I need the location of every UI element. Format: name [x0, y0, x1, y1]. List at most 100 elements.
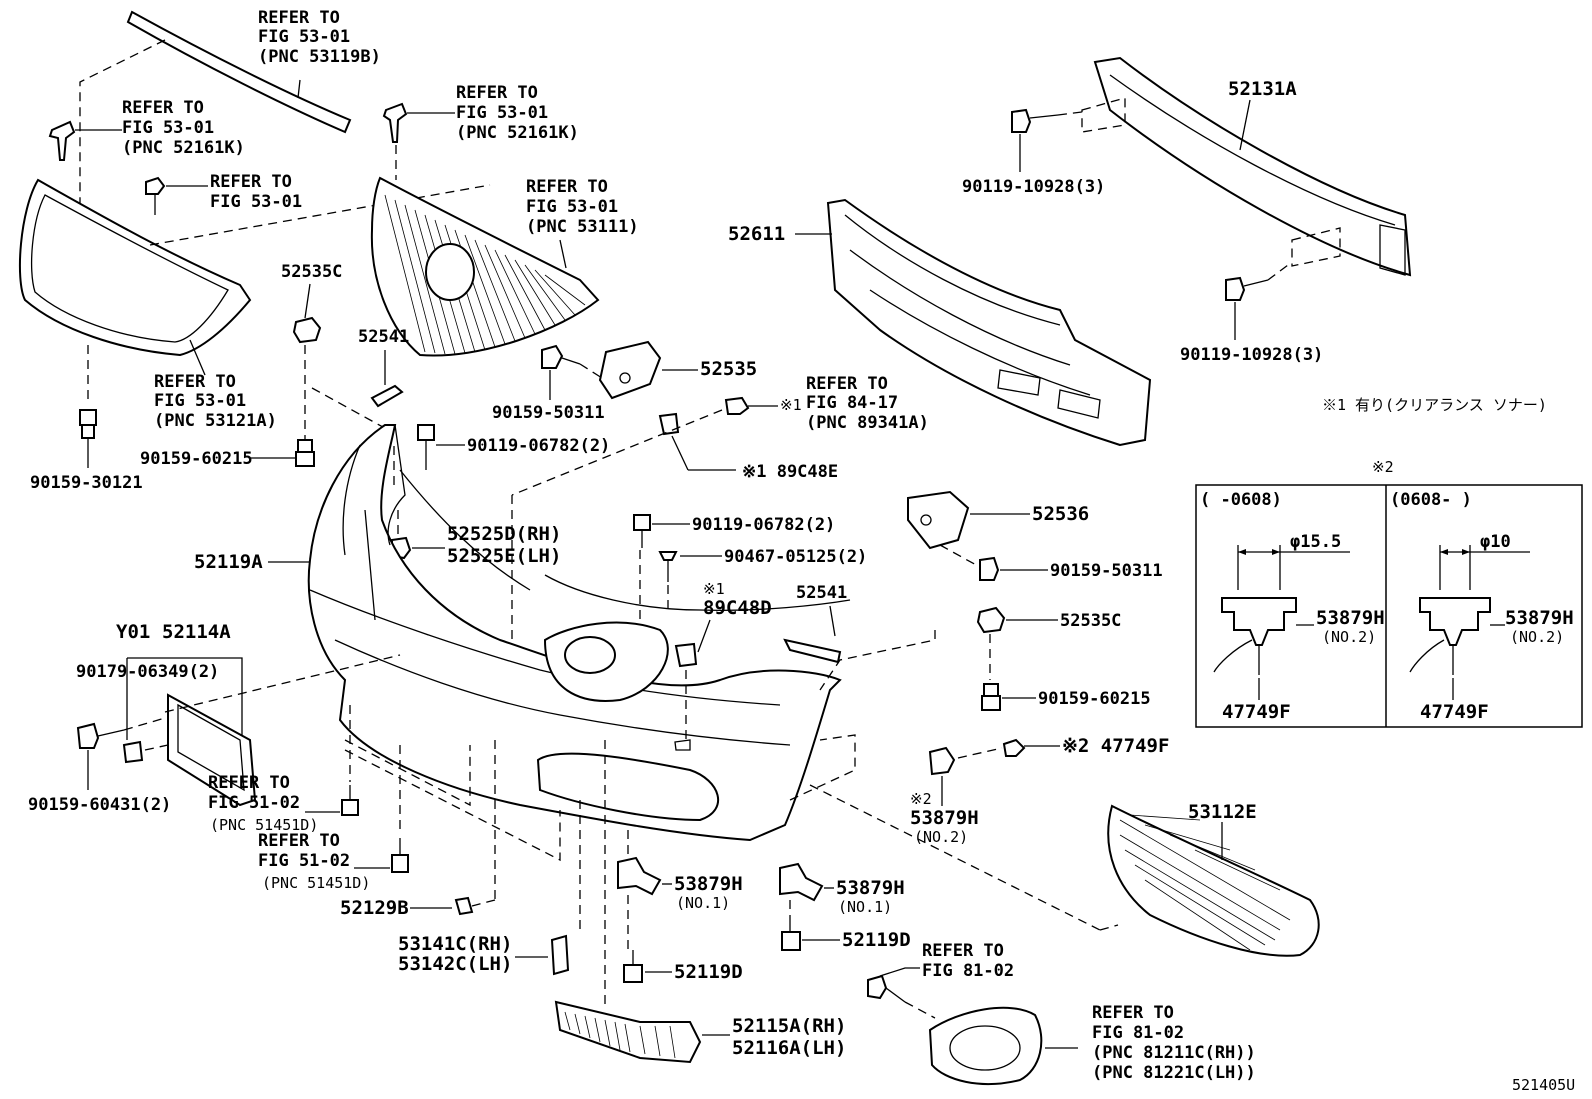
svg-text:47749F: 47749F	[1420, 701, 1489, 723]
svg-text:52611: 52611	[728, 223, 785, 245]
svg-text:(NO.2): (NO.2)	[914, 828, 968, 846]
svg-text:(PNC 53111): (PNC 53111)	[526, 217, 639, 237]
bolt-90119-10928-a: 90119-10928(3)	[962, 108, 1105, 197]
bracket-52536: 52536	[907, 490, 1089, 550]
svg-text:※2 47749F: ※2 47749F	[1062, 735, 1169, 757]
svg-text:※1: ※1	[703, 580, 725, 598]
refer-grille-clip-left-label: REFER TO FIG 53-01 (PNC 52161K)	[122, 98, 245, 158]
refer-bolt-51-b-label: REFER TO FIG 51-02 (PNC 51451D)	[258, 831, 390, 892]
inset-title: ※2	[1372, 458, 1394, 476]
fog-screw	[867, 967, 936, 1019]
top-molding-53119b	[126, 10, 352, 134]
bolt-90159-60431: 90159-60431(2)	[28, 717, 171, 815]
svg-text:( -0608): ( -0608)	[1200, 490, 1282, 510]
svg-text:(0608- ): (0608- )	[1390, 490, 1472, 510]
svg-text:53142C(LH): 53142C(LH)	[398, 953, 512, 975]
svg-text:REFER TO: REFER TO	[208, 773, 290, 793]
cap-52129b: 52129B	[340, 740, 496, 919]
svg-text:REFER TO: REFER TO	[258, 831, 340, 851]
svg-text:FIG 53-01: FIG 53-01	[526, 197, 618, 217]
retainer-53879h-no2: ※2 53879H (NO.2)	[910, 746, 979, 846]
svg-text:φ10: φ10	[1480, 532, 1511, 552]
svg-text:52119A: 52119A	[194, 551, 263, 573]
inset-right-drawing: φ10 53879H (NO.2) 47749F	[1409, 532, 1574, 723]
left-grille-frame-53121a	[18, 178, 252, 357]
svg-text:φ15.5: φ15.5	[1290, 532, 1341, 552]
svg-text:FIG 53-01: FIG 53-01	[258, 27, 350, 47]
bolt-90119-06782-b: 90119-06782(2)	[633, 514, 835, 548]
bolt-90159-30121: 90159-30121	[30, 409, 143, 493]
svg-text:53879H: 53879H	[910, 807, 979, 829]
svg-text:53879H: 53879H	[836, 877, 905, 899]
svg-text:Y01: Y01	[116, 621, 150, 643]
nut-52525d-e: 52525D(RH) 52525E(LH)	[391, 510, 561, 567]
refer-grille-clip-mid-label: REFER TO FIG 53-01 (PNC 52161K)	[456, 83, 579, 143]
svg-text:REFER TO: REFER TO	[210, 172, 292, 192]
svg-text:(NO.2): (NO.2)	[1322, 628, 1376, 646]
moulding-53141c-53142c: 53141C(RH) 53142C(LH)	[398, 800, 581, 976]
refer-grille-left-label: REFER TO FIG 53-01 (PNC 53121A)	[154, 339, 277, 431]
svg-text:52535C: 52535C	[281, 262, 342, 282]
svg-text:90467-05125(2): 90467-05125(2)	[724, 547, 867, 567]
svg-text:90119-06782(2): 90119-06782(2)	[692, 515, 835, 535]
svg-text:(NO.2): (NO.2)	[1510, 628, 1564, 646]
svg-text:90159-30121: 90159-30121	[30, 473, 143, 493]
bracket-52535: 52535	[598, 340, 757, 400]
absorber-52611: 52611	[728, 198, 1152, 447]
bolt-51451d-a	[341, 705, 359, 816]
screw-52119d-b: 52119D	[781, 900, 911, 951]
svg-text:52525D(RH): 52525D(RH)	[447, 523, 561, 545]
svg-text:FIG 53-01: FIG 53-01	[456, 103, 548, 123]
svg-text:52131A: 52131A	[1228, 78, 1297, 100]
screw-90159-50311-a: 90159-50311	[492, 344, 605, 423]
license-bracket-52114a: Y01 52114A	[116, 621, 257, 807]
svg-text:(NO.1): (NO.1)	[676, 894, 730, 912]
spacer-52115a-52116a: 52115A(RH) 52116A(LH)	[554, 740, 846, 1064]
svg-text:(PNC 51451D): (PNC 51451D)	[210, 816, 318, 834]
svg-text:47749F: 47749F	[1222, 701, 1291, 723]
refer-fog-screw-label: REFER TO FIG 81-02	[922, 941, 1014, 981]
svg-text:(PNC 89341A): (PNC 89341A)	[806, 413, 929, 433]
svg-text:(PNC 53121A): (PNC 53121A)	[154, 411, 277, 431]
inset-left-drawing: φ15.5 53879H (NO.2) 47749F	[1213, 532, 1385, 723]
svg-text:(PNC 81221C(LH)): (PNC 81221C(LH))	[1092, 1063, 1256, 1083]
svg-text:90179-06349(2): 90179-06349(2)	[76, 662, 219, 682]
svg-text:REFER TO: REFER TO	[1092, 1003, 1174, 1023]
refer-top-label: REFER TO FIG 53-01 (PNC 53119B)	[258, 8, 381, 67]
sensor-89c48e: ※1 89C48E	[658, 412, 838, 482]
svg-text:52129B: 52129B	[340, 897, 409, 919]
fog-lamp	[928, 1006, 1078, 1086]
svg-text:53141C(RH): 53141C(RH)	[398, 933, 512, 955]
svg-text:52119D: 52119D	[674, 961, 743, 983]
left-grille-screw	[145, 176, 208, 215]
svg-text:89C48D: 89C48D	[703, 597, 772, 619]
svg-text:(PNC 52161K): (PNC 52161K)	[122, 138, 245, 158]
svg-text:90159-60431(2): 90159-60431(2)	[28, 795, 171, 815]
svg-text:52114A: 52114A	[162, 621, 231, 643]
svg-text:52115A(RH): 52115A(RH)	[732, 1015, 846, 1037]
spacer-52541-b: 52541	[783, 583, 847, 664]
svg-text:FIG 53-01: FIG 53-01	[122, 118, 214, 138]
refer-screw-left-label: REFER TO FIG 53-01	[210, 172, 302, 212]
spacer-52541-a: 52541	[358, 327, 409, 408]
note-1: ※1 有り(クリアランス ソナー)	[1322, 396, 1547, 414]
retainer-53879h-no1-b: 53879H (NO.1)	[779, 862, 905, 916]
mid-grille-clip	[382, 102, 455, 180]
svg-text:FIG 53-01: FIG 53-01	[210, 192, 302, 212]
svg-text:REFER TO: REFER TO	[526, 177, 608, 197]
svg-text:52525E(LH): 52525E(LH)	[447, 545, 561, 567]
svg-text:52535C: 52535C	[1060, 611, 1121, 631]
svg-text:53879H: 53879H	[1316, 607, 1385, 629]
svg-text:FIG 53-01: FIG 53-01	[154, 391, 246, 411]
reinforcement-52131a: 52131A	[1093, 56, 1412, 277]
svg-text:REFER TO: REFER TO	[922, 941, 1004, 961]
left-grille-clip	[48, 120, 122, 161]
svg-text:52116A(LH): 52116A(LH)	[732, 1037, 846, 1059]
svg-text:90159-60215: 90159-60215	[140, 449, 253, 469]
svg-text:(PNC 51451D): (PNC 51451D)	[262, 874, 370, 892]
svg-text:52541: 52541	[358, 327, 409, 347]
sensor-89c48d: ※1 89C48D	[674, 580, 772, 751]
figure-id: 521405U	[1512, 1076, 1575, 1094]
refer-grille-mid-label: REFER TO FIG 53-01 (PNC 53111)	[526, 177, 639, 269]
